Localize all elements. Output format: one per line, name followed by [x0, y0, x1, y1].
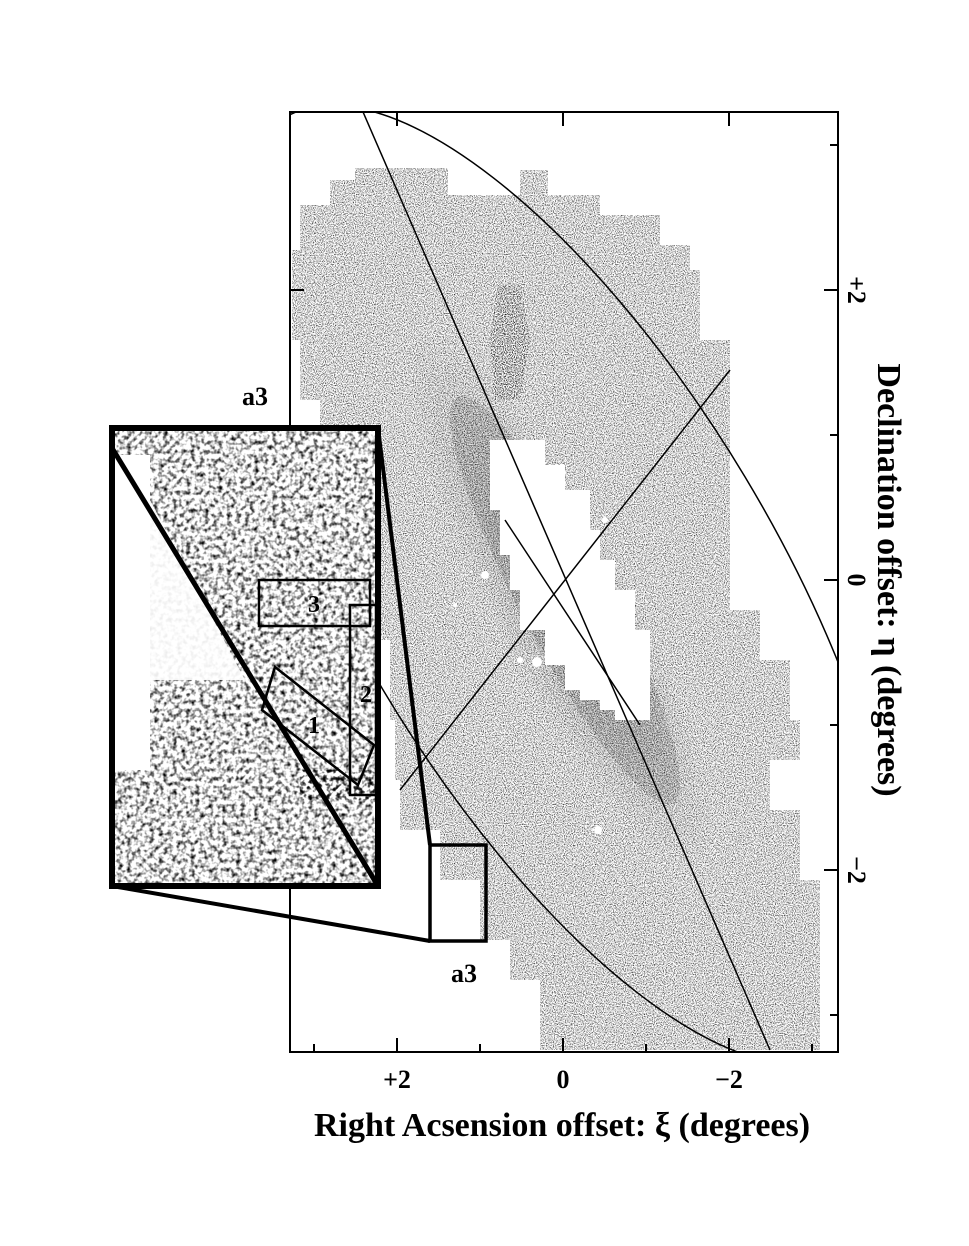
inset-region-label-3: 3 — [308, 592, 320, 618]
inset-coverage — [112, 428, 378, 800]
inset-frame — [109, 425, 381, 889]
axis-segment — [504, 519, 641, 726]
inset-region-1 — [260, 664, 376, 788]
x-tick-label: 0 — [557, 1065, 570, 1094]
reference-ellipse — [290, 112, 838, 1052]
major-axis-line — [362, 112, 771, 1051]
y-tick-label: 0 — [842, 574, 871, 587]
inset-region-label-1: 1 — [308, 713, 320, 739]
zoom-connectors — [111, 427, 432, 943]
minor-axis-line — [399, 369, 731, 791]
inset-title: a3 — [242, 382, 268, 411]
x-ticks — [313, 112, 813, 1052]
x-tick-labels: +2 0 −2 — [383, 1065, 743, 1094]
y-tick-label: −2 — [842, 856, 871, 884]
bright-sources — [453, 517, 608, 834]
field-a3-box — [428, 843, 488, 943]
inset-panel: 3 2 1 — [109, 425, 381, 889]
inset-region-label-2: 2 — [360, 682, 372, 708]
north-plume — [490, 285, 530, 400]
y-tick-label: +2 — [842, 276, 871, 304]
x-axis-title: Right Acsension offset: ξ (degrees) — [314, 1107, 810, 1144]
x-tick-label: −2 — [715, 1065, 743, 1094]
inset-ellipse-line — [112, 446, 378, 886]
inset-blank — [112, 455, 245, 680]
field-a3-label: a3 — [451, 959, 477, 988]
inset-region-3 — [257, 578, 372, 628]
y-axis-title: Declination offset: η (degrees) — [870, 363, 907, 796]
x-tick-label: +2 — [383, 1065, 411, 1094]
masked-center — [490, 440, 650, 720]
inset-faint — [112, 770, 378, 886]
y-tick-labels: +2 0 −2 — [842, 276, 871, 884]
